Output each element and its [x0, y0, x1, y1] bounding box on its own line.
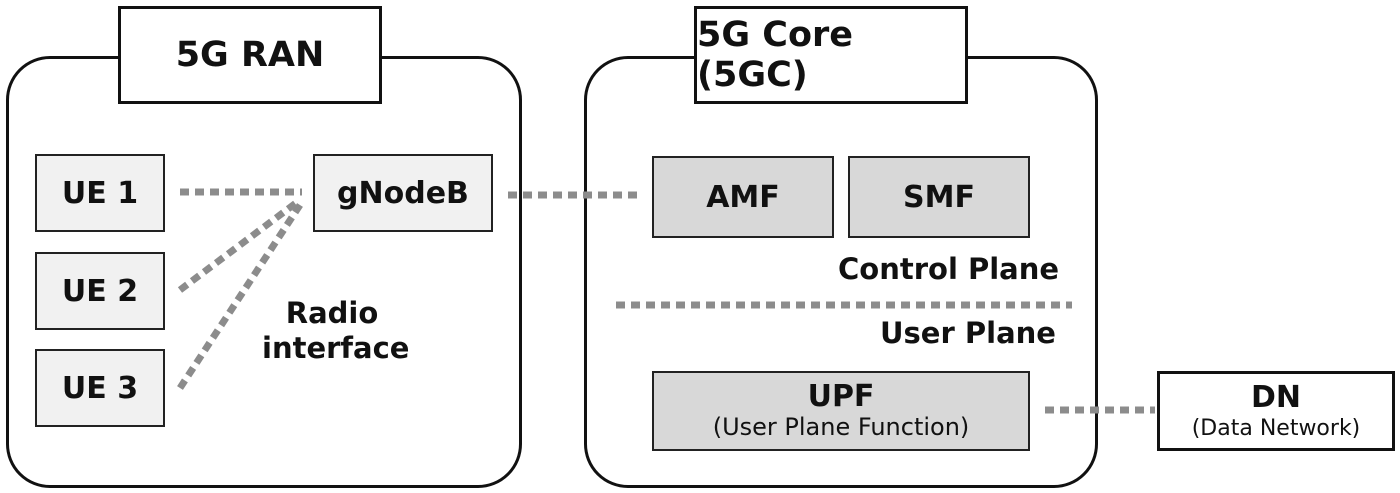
upf-full-name: (User Plane Function) [712, 413, 970, 442]
upf-label: UPF [807, 378, 875, 414]
dn-label: DN [1250, 380, 1301, 416]
ue3-gnodeb-link [177, 203, 303, 390]
dn-node: DN (Data Network) [1157, 371, 1395, 451]
upf-node: UPF (User Plane Function) [652, 371, 1030, 451]
ran-title: 5G RAN [118, 6, 382, 104]
ue2-node: UE 2 [35, 252, 165, 330]
radio-interface-line1: Radio [285, 296, 379, 330]
ue2-gnodeb-link [177, 197, 303, 293]
radio-interface-line2: interface [262, 330, 410, 365]
radio-interface-label: Radio interface [262, 296, 410, 366]
amf-node: AMF [652, 156, 834, 238]
core-title: 5G Core (5GC) [694, 6, 968, 104]
gnodeb-node: gNodeB [313, 154, 493, 232]
ue1-node: UE 1 [35, 154, 165, 232]
control-plane-label: Control Plane [838, 252, 1060, 286]
dn-full-name: (Data Network) [1191, 415, 1361, 441]
ue3-node: UE 3 [35, 349, 165, 427]
smf-node: SMF [848, 156, 1030, 238]
user-plane-label: User Plane [880, 316, 1056, 350]
